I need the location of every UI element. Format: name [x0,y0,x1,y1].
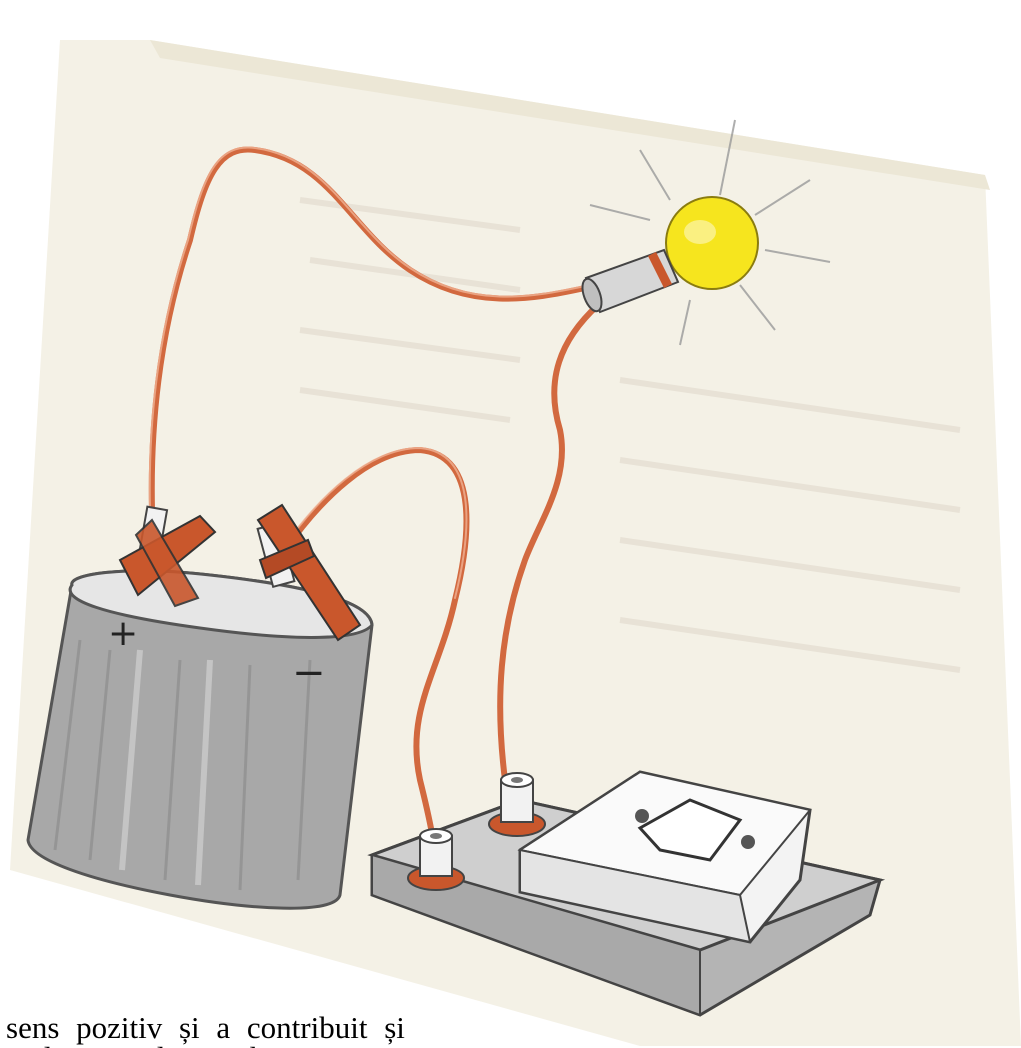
negative-terminal-mark: − [292,650,326,696]
positive-terminal-mark: + [108,613,138,654]
battery-icon: + − [28,571,372,908]
caption-text-line2: realizarea electrotehnicii [6,1036,566,1048]
